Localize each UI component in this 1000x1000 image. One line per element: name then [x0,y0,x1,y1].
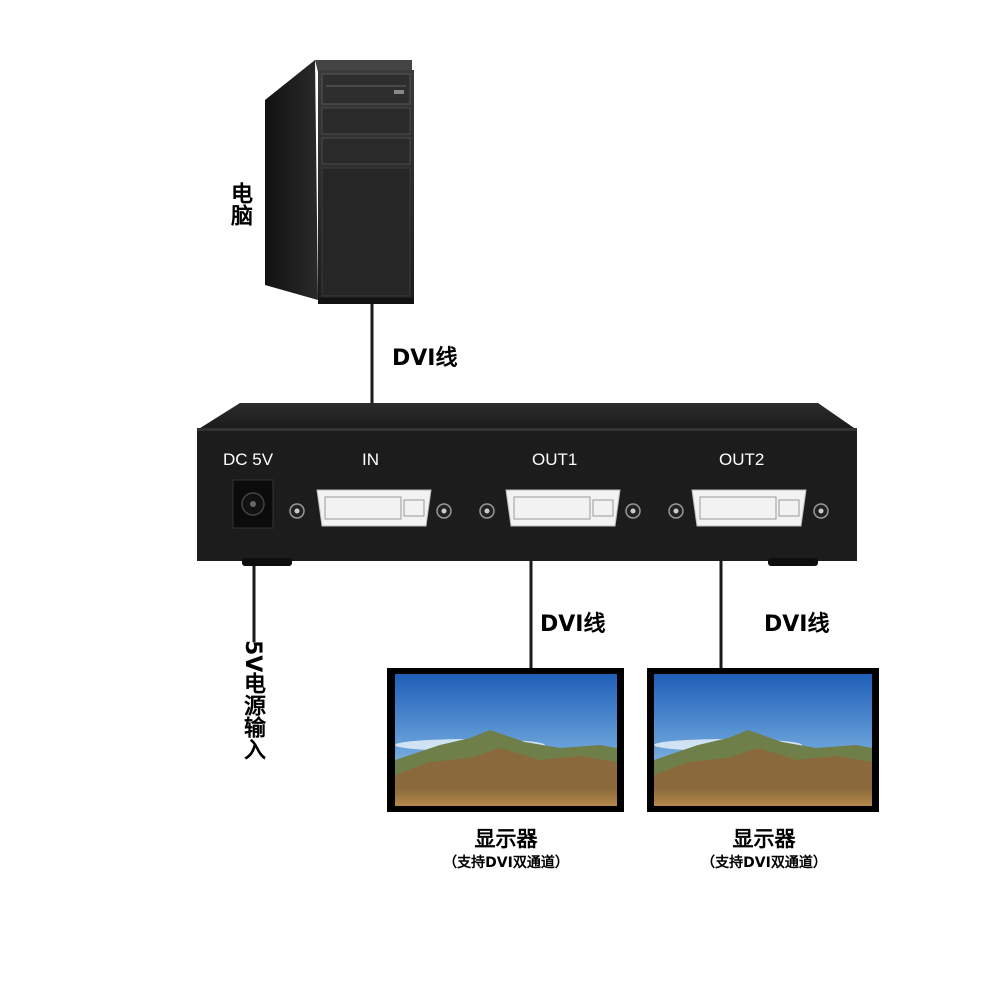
monitor-1-subtitle: （支持DVI双通道） [443,855,569,871]
monitor-2 [647,668,879,812]
monitor-1-title: 显示器 [474,827,538,851]
computer-tower [265,60,414,304]
computer-label-text: 电脑 [227,182,252,226]
power-input-label: 5V电源输入 [240,640,265,761]
monitor-2-title: 显示器 [732,827,796,851]
port-label-dc: DC 5V [223,450,274,469]
monitor-1 [387,668,624,812]
foot-right [768,558,818,566]
port-label-out1: OUT1 [532,450,578,469]
computer-label: 电脑 [226,182,252,226]
foot-left [242,558,292,566]
dvi-out2-port[interactable] [668,489,829,527]
port-label-out2: OUT2 [719,450,765,469]
monitor-2-subtitle: （支持DVI双通道） [701,855,827,871]
cable-label-input: DVI线 [392,346,458,371]
cable-label-out1: DVI线 [540,612,606,637]
dvi-out1-port[interactable] [479,489,641,527]
port-label-in: IN [362,450,379,469]
dc-power-jack[interactable] [232,479,274,529]
cable-label-out2: DVI线 [764,612,830,637]
dvi-splitter [197,403,857,566]
dvi-in-port[interactable] [289,489,452,527]
